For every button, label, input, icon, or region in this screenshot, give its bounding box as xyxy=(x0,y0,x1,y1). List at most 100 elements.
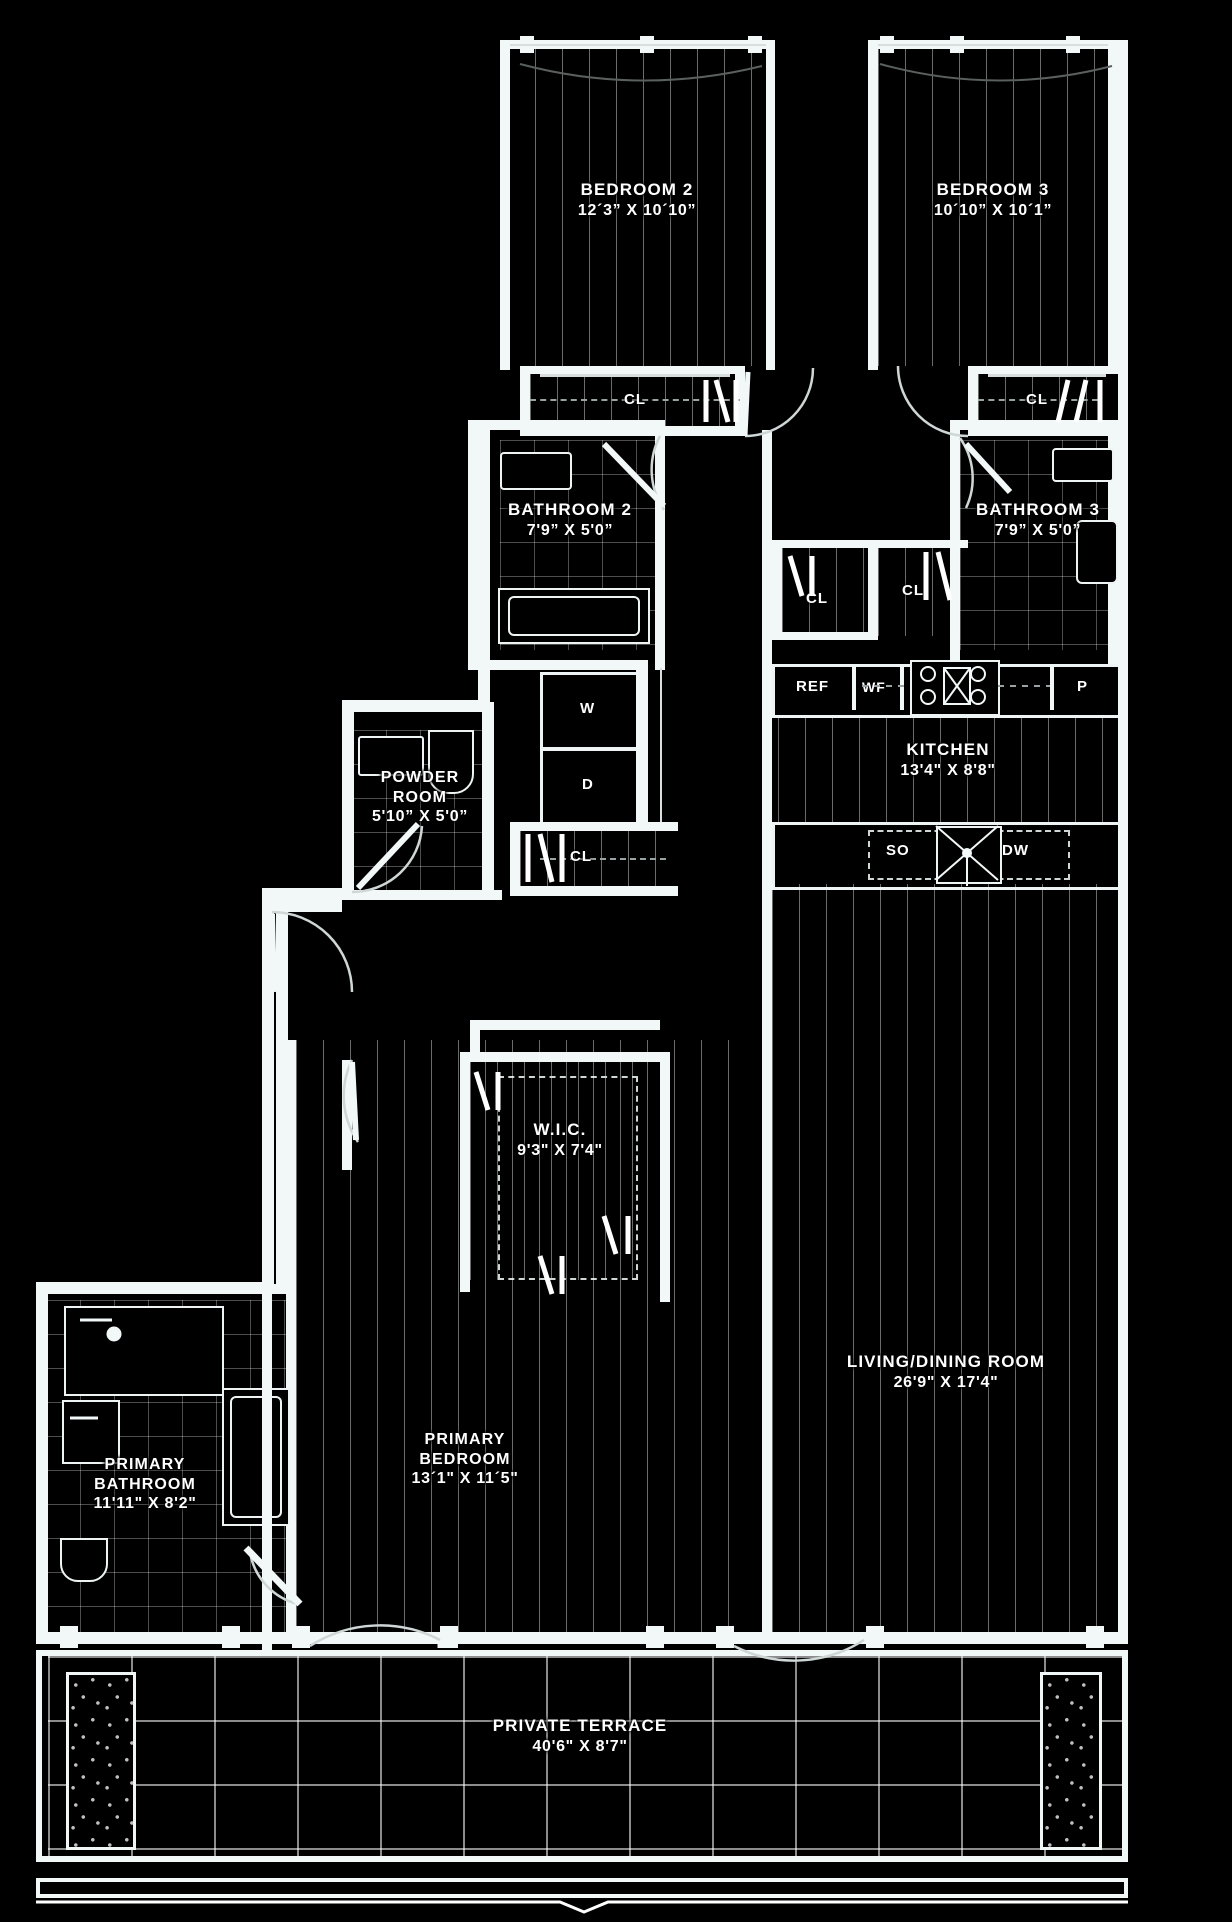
laundry-shelf-line xyxy=(660,668,662,828)
wall-cl-b3-top xyxy=(968,366,1118,374)
wall-building-right xyxy=(1118,40,1128,1640)
primary-tub xyxy=(230,1396,282,1518)
closet-centerline-b2 xyxy=(530,399,740,401)
closet-bedroom2-label: CL xyxy=(624,391,646,408)
wall-ext-step-8 xyxy=(36,1282,48,1642)
washer-label: W xyxy=(580,700,596,717)
wall-wic-top xyxy=(460,1052,670,1062)
bedroom3-floor xyxy=(878,48,1108,366)
private-terrace-floor xyxy=(48,1656,1128,1856)
stove-oven-label: SO xyxy=(886,842,910,859)
bedroom2-label: BEDROOM 2 12´3” X 10´10” xyxy=(577,180,697,219)
wall-bath2-left xyxy=(478,420,490,670)
terrace-railing-end-right xyxy=(1124,1878,1128,1898)
dishwasher-label: DW xyxy=(1002,842,1029,859)
wall-ext-step-3 xyxy=(342,700,490,712)
window-mullion-bot-6 xyxy=(716,1626,734,1648)
closet-laundry-label: CL xyxy=(570,848,592,865)
bedroom2-floor xyxy=(508,48,766,366)
living-dining-label: LIVING/DINING ROOM 26'9" X 17'4" xyxy=(846,1352,1046,1391)
wall-cl-hall-right-t xyxy=(868,540,968,548)
window-mullion-bot-5 xyxy=(646,1626,664,1648)
terrace-railing-1 xyxy=(36,1878,1128,1882)
wall-cl-laundry-top xyxy=(510,822,678,831)
powder-room-toilet xyxy=(428,730,474,794)
window-glass-b2 xyxy=(510,44,766,46)
primary-bedroom-floor xyxy=(296,1040,752,1636)
closet-bedroom3-label: CL xyxy=(1026,391,1048,408)
pantry-label: P xyxy=(1077,678,1089,695)
bathroom3-label: BATHROOM 3 7'9” X 5'0” xyxy=(975,500,1100,539)
closet-centerline-laundry xyxy=(540,858,666,860)
wall-ext-step-4 xyxy=(342,700,354,900)
wall-cl-b3-bottom xyxy=(968,426,1118,436)
bedroom3-label: BEDROOM 3 10´10” X 10´1” xyxy=(933,180,1053,219)
cooktop xyxy=(910,660,1000,716)
wall-cl-hall-left-l xyxy=(772,540,782,640)
wine-fridge-label: WF xyxy=(862,679,886,695)
wall-cl-hall-left-b xyxy=(772,632,868,640)
wall-cl-b3-left xyxy=(968,366,978,434)
bathroom2-sink xyxy=(500,452,572,490)
wall-wic-upper-left xyxy=(470,1020,480,1060)
kitchen-label: KITCHEN 13'4" X 8'8" xyxy=(900,740,996,779)
wall-ext-step-2 xyxy=(478,660,490,710)
wic-shelving-outline xyxy=(498,1076,638,1280)
window-mullion-bot-3 xyxy=(292,1626,310,1648)
powder-room-sink xyxy=(358,736,424,776)
wall-ext-step-7 xyxy=(36,1282,274,1294)
powder-room-label: POWDER ROOM 5'10” X 5'0” xyxy=(371,769,469,826)
wall-wic-left xyxy=(460,1052,470,1292)
window-mullion-bot-1 xyxy=(60,1626,78,1648)
bathroom3-sink xyxy=(1052,448,1114,482)
closet-hall-right-label: CL xyxy=(902,582,924,599)
closet-rod-b2 xyxy=(540,374,730,377)
wall-wic-upper-shelf xyxy=(470,1020,660,1030)
wall-cl-b2-left xyxy=(520,366,530,434)
wall-jog-2 xyxy=(468,420,514,430)
primary-bathroom-label: PRIMARY BATHROOM 11'11" X 8'2" xyxy=(93,1456,197,1513)
primary-toilet xyxy=(60,1538,108,1582)
wall-bedroom2-left xyxy=(500,40,510,370)
wall-ext-step-5 xyxy=(262,888,354,900)
terrace-edge-bottom xyxy=(36,1856,1128,1862)
wall-cl-hall-left-t xyxy=(772,540,868,548)
wall-bottom-exterior xyxy=(36,1632,1128,1644)
window-mullion-bot-2 xyxy=(222,1626,240,1648)
counter-divider-3 xyxy=(1050,666,1054,710)
sink-basin xyxy=(936,826,1002,884)
wall-hall-bottom xyxy=(262,890,502,900)
wall-primary-door-jamb xyxy=(342,1060,352,1170)
refrigerator-label: REF xyxy=(796,678,829,695)
wall-ext-step-1 xyxy=(468,420,480,670)
closet-centerline-b3 xyxy=(978,399,1098,401)
wall-primary-bath-right xyxy=(286,1284,296,1344)
terrace-planter-right xyxy=(1040,1672,1102,1850)
wall-cl-laundry-left xyxy=(510,822,520,896)
wall-bath2-top xyxy=(478,420,663,430)
window-mullion-bot-4 xyxy=(440,1626,458,1648)
window-mullion-bot-8 xyxy=(1086,1626,1104,1648)
wall-cl-b2-top xyxy=(520,366,745,374)
terrace-railing-2 xyxy=(36,1894,1128,1898)
bathroom2-label: BATHROOM 2 7'9” X 5'0” xyxy=(507,500,632,539)
window-glass-b3 xyxy=(878,44,1108,46)
wall-bath2-right xyxy=(655,420,665,670)
wall-cl-b2-right xyxy=(735,366,745,436)
counter-divider-2 xyxy=(900,666,904,710)
wall-ext-step-6 xyxy=(262,888,274,1288)
terrace-planter-left xyxy=(66,1672,136,1850)
wall-powder-right xyxy=(482,702,494,900)
wall-bedroom2-right xyxy=(766,40,775,370)
wall-jog-1 xyxy=(478,660,534,670)
wall-bedroom3-right xyxy=(1108,40,1118,370)
terrace-edge-right xyxy=(1122,1650,1128,1862)
terrace-railing-end-left xyxy=(36,1878,40,1898)
closet-rod-b3 xyxy=(988,374,1106,377)
living-dining-floor xyxy=(772,884,1120,1636)
primary-shower-enclosure xyxy=(64,1306,224,1396)
counter-divider-1 xyxy=(852,666,856,710)
terrace-edge-left xyxy=(36,1650,42,1862)
dryer-label: D xyxy=(582,776,594,793)
